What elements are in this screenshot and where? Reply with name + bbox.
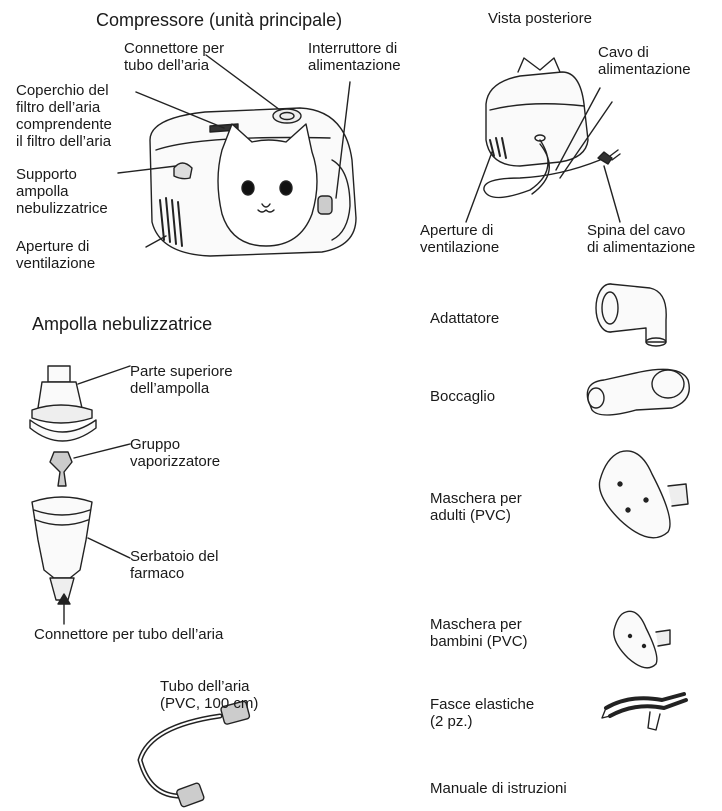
label-air-tube: Tubo dell’aria (PVC, 100 cm) <box>160 678 258 712</box>
label-straps: Fasce elastiche (2 pz.) <box>430 696 534 730</box>
straps-illustration <box>602 694 686 730</box>
label-adapter: Adattatore <box>430 310 499 327</box>
child-mask-illustration <box>614 611 670 668</box>
air-tube-illustration <box>140 701 250 808</box>
adapter-illustration <box>596 284 666 346</box>
rear-view-illustration <box>484 58 620 198</box>
label-mouthpiece: Boccaglio <box>430 388 495 405</box>
label-nebulizer-top: Parte superiore dell’ampolla <box>130 363 233 397</box>
label-power-switch: Interruttore di alimentazione <box>308 40 401 74</box>
adult-mask-illustration <box>599 451 688 538</box>
compressor-illustration <box>150 108 356 256</box>
compressor-title: Compressore (unità principale) <box>96 10 342 30</box>
label-air-connector: Connettore per tubo dell’aria <box>124 40 224 74</box>
label-child-mask: Maschera per bambini (PVC) <box>430 616 528 650</box>
label-manual: Manuale di istruzioni <box>430 780 567 797</box>
label-compressor-vents: Aperture di ventilazione <box>16 238 95 272</box>
label-vaporizer: Gruppo vaporizzatore <box>130 436 220 470</box>
rear-view-title: Vista posteriore <box>488 10 592 27</box>
nebulizer-illustration <box>30 366 96 600</box>
label-power-cord: Cavo di alimentazione <box>598 44 691 78</box>
label-filter-cover: Coperchio del filtro dell’aria comprende… <box>16 82 112 150</box>
label-tube-connector: Connettore per tubo dell’aria <box>34 626 223 643</box>
nebulizer-title: Ampolla nebulizzatrice <box>32 314 212 334</box>
label-plug: Spina del cavo di alimentazione <box>587 222 695 256</box>
mouthpiece-illustration <box>587 369 689 415</box>
label-medicine-tank: Serbatoio del farmaco <box>130 548 218 582</box>
label-adult-mask: Maschera per adulti (PVC) <box>430 490 522 524</box>
label-rear-vents: Aperture di ventilazione <box>420 222 499 256</box>
label-nebulizer-holder: Supporto ampolla nebulizzatrice <box>16 166 108 217</box>
